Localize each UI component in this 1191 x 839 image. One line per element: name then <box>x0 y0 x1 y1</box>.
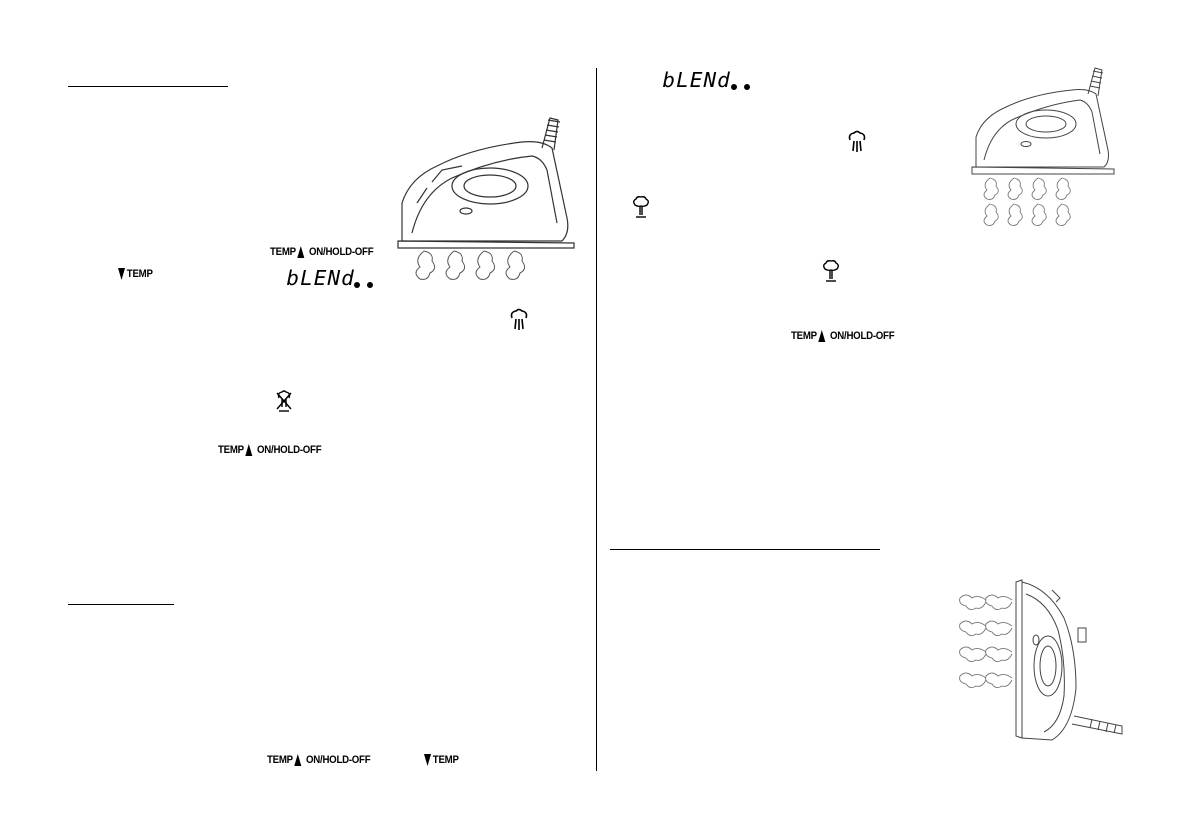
no-steam-icon <box>276 390 292 412</box>
temp-text: TEMP <box>267 754 293 766</box>
lcd-display-text: bLENd <box>662 68 731 92</box>
on-hold-off-text: ON/HOLD-OFF <box>257 444 322 456</box>
dot <box>731 84 737 90</box>
lcd-dots <box>731 84 750 90</box>
temp-up-on-hold-off-label: TEMP ON/HOLD-OFF <box>218 444 322 456</box>
temp-text: TEMP <box>126 268 153 280</box>
triangle-down-icon <box>424 754 432 766</box>
section-heading-rule-bottom-left <box>68 604 174 605</box>
temp-up-on-hold-off-label: TEMP ON/HOLD-OFF <box>791 330 895 342</box>
dot <box>367 282 373 288</box>
triangle-up-icon <box>818 330 826 342</box>
steam-shot-icon <box>823 260 839 282</box>
steam-burst-icon <box>510 308 528 330</box>
lcd-display-text: bLENd <box>286 266 355 290</box>
temp-down-label: TEMP <box>118 268 153 280</box>
temp-text: TEMP <box>270 246 296 258</box>
section-heading-rule-top-left <box>68 86 228 87</box>
triangle-up-icon <box>294 754 302 766</box>
section-heading-rule-right <box>610 549 880 550</box>
temp-up-on-hold-off-label: TEMP ON/HOLD-OFF <box>270 246 374 258</box>
on-hold-off-text: ON/HOLD-OFF <box>309 246 374 258</box>
steam-iron-illustration <box>971 67 1115 226</box>
triangle-up-icon <box>245 444 253 456</box>
temp-text: TEMP <box>791 330 817 342</box>
temp-down-label: TEMP <box>424 754 459 766</box>
triangle-up-icon <box>297 246 305 258</box>
temp-text: TEMP <box>218 444 244 456</box>
triangle-down-icon <box>118 268 126 280</box>
dot <box>354 282 360 288</box>
temp-text: TEMP <box>432 754 459 766</box>
steam-iron-illustration <box>959 579 1123 741</box>
column-divider <box>596 68 597 771</box>
steam-iron-illustration <box>397 117 575 280</box>
temp-up-on-hold-off-label: TEMP ON/HOLD-OFF <box>267 754 371 766</box>
on-hold-off-text: ON/HOLD-OFF <box>306 754 371 766</box>
lcd-dots <box>354 282 373 288</box>
on-hold-off-text: ON/HOLD-OFF <box>830 330 895 342</box>
steam-shot-icon <box>633 196 649 218</box>
dot <box>744 84 750 90</box>
steam-burst-icon <box>848 130 866 152</box>
